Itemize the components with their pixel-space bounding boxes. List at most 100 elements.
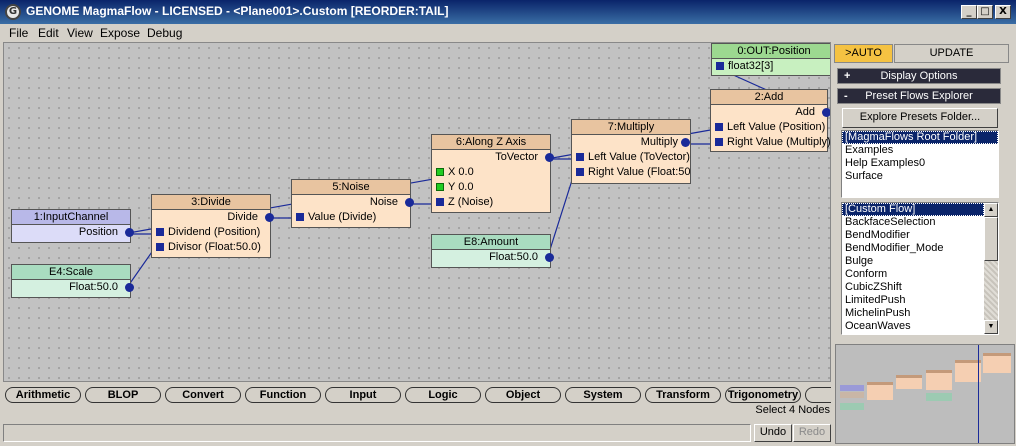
input-socket-icon[interactable]: [156, 243, 164, 251]
menu-view[interactable]: View: [67, 26, 93, 40]
category-v-button[interactable]: V: [805, 387, 831, 403]
node-input-right[interactable]: Right Value (Float:50.0): [572, 165, 690, 180]
output-socket-icon[interactable]: [265, 213, 274, 222]
list-item[interactable]: Help Examples0: [845, 157, 926, 169]
node-title: 1:InputChannel: [12, 210, 130, 225]
category-arithmetic-button[interactable]: Arithmetic: [5, 387, 81, 403]
menu-edit[interactable]: Edit: [38, 26, 59, 40]
minimap-node: [840, 385, 864, 391]
constant-socket-icon[interactable]: [436, 183, 444, 191]
auto-tab[interactable]: >AUTO: [834, 44, 893, 63]
node-scale[interactable]: E4:Scale Float:50.0: [11, 264, 134, 298]
node-output-position[interactable]: Position: [12, 225, 134, 240]
output-socket-icon[interactable]: [681, 138, 690, 147]
input-socket-icon[interactable]: [716, 62, 724, 70]
input-socket-icon[interactable]: [156, 228, 164, 236]
output-socket-icon[interactable]: [545, 253, 554, 262]
category-input-button[interactable]: Input: [325, 387, 401, 403]
output-socket-icon[interactable]: [125, 283, 134, 292]
constant-socket-icon[interactable]: [436, 168, 444, 176]
menu-debug[interactable]: Debug: [147, 26, 183, 40]
output-socket-icon[interactable]: [545, 153, 554, 162]
category-function-button[interactable]: Function: [245, 387, 321, 403]
display-options-rollout[interactable]: +Display Options: [837, 68, 1001, 84]
category-system-button[interactable]: System: [565, 387, 641, 403]
list-item[interactable]: BendModifier_Mode: [845, 242, 944, 254]
node-output-divide[interactable]: Divide: [152, 210, 274, 225]
category-object-button[interactable]: Object: [485, 387, 561, 403]
list-item[interactable]: Conform: [845, 268, 888, 280]
node-canvas[interactable]: 0:OUT:Position float32[3] 2:Add Add Left…: [3, 42, 831, 382]
preset-folder-list[interactable]: [MagmaFlows Root Folder] Examples Help E…: [841, 130, 999, 198]
node-input-y[interactable]: Y 0.0: [432, 180, 550, 195]
input-socket-icon[interactable]: [715, 123, 723, 131]
undo-button[interactable]: Undo: [754, 424, 792, 442]
scroll-up-icon[interactable]: ▲: [984, 203, 998, 217]
node-output-add[interactable]: Add: [711, 105, 830, 120]
output-socket-icon[interactable]: [822, 108, 830, 117]
category-convert-button[interactable]: Convert: [165, 387, 241, 403]
node-input-right[interactable]: Right Value (Multiply): [711, 135, 830, 150]
node-amount[interactable]: E8:Amount Float:50.0: [431, 234, 554, 268]
list-item[interactable]: OceanWaves: [845, 320, 911, 332]
list-item[interactable]: CubicZShift: [845, 281, 902, 293]
node-input-x[interactable]: X 0.0: [432, 165, 550, 180]
output-socket-icon[interactable]: [125, 228, 134, 237]
scroll-down-icon[interactable]: ▼: [984, 320, 998, 334]
node-output-tovector[interactable]: ToVector: [432, 150, 554, 165]
category-logic-button[interactable]: Logic: [405, 387, 481, 403]
list-item[interactable]: Surface: [845, 170, 883, 182]
node-multiply[interactable]: 7:Multiply Multiply Left Value (ToVector…: [571, 119, 691, 184]
input-socket-icon[interactable]: [576, 168, 584, 176]
update-tab[interactable]: UPDATE: [894, 44, 1009, 63]
node-output-float[interactable]: Float:50.0: [12, 280, 134, 295]
input-socket-icon[interactable]: [576, 153, 584, 161]
node-add[interactable]: 2:Add Add Left Value (Position) Right Va…: [710, 89, 830, 152]
node-input-left[interactable]: Left Value (Position): [711, 120, 827, 135]
node-input-divisor[interactable]: Divisor (Float:50.0): [152, 240, 270, 255]
redo-button[interactable]: Redo: [793, 424, 831, 442]
preset-flows-rollout[interactable]: -Preset Flows Explorer: [837, 88, 1001, 104]
list-item[interactable]: LimitedPush: [845, 294, 906, 306]
menu-expose[interactable]: Expose: [100, 26, 141, 40]
maximize-button[interactable]: □: [977, 5, 993, 19]
category-trigonometry-button[interactable]: Trigonometry: [725, 387, 801, 403]
node-input-dividend[interactable]: Dividend (Position): [152, 225, 270, 240]
node-output-multiply[interactable]: Multiply: [572, 135, 690, 150]
list-item[interactable]: BendModifier: [845, 229, 910, 241]
input-socket-icon[interactable]: [296, 213, 304, 221]
node-out-position[interactable]: 0:OUT:Position float32[3]: [711, 43, 830, 76]
list-item[interactable]: BackfaceSelection: [845, 216, 936, 228]
output-socket-icon[interactable]: [405, 198, 414, 207]
minimize-button[interactable]: _: [961, 5, 977, 19]
node-divide[interactable]: 3:Divide Divide Dividend (Position) Divi…: [151, 194, 274, 258]
explore-presets-button[interactable]: Explore Presets Folder...: [842, 108, 998, 128]
minimap-node: [867, 382, 893, 400]
category-blop-button[interactable]: BLOP: [85, 387, 161, 403]
node-output-float[interactable]: Float:50.0: [432, 250, 554, 265]
preset-flow-list[interactable]: [Custom Flow] BackfaceSelection BendModi…: [841, 202, 999, 335]
list-item[interactable]: Examples: [845, 144, 894, 156]
list-item[interactable]: [MagmaFlows Root Folder]: [842, 131, 998, 144]
list-item[interactable]: Bulge: [845, 255, 874, 267]
list-item[interactable]: [Custom Flow]: [842, 203, 984, 216]
genome-app-icon: G: [5, 4, 21, 20]
node-input-value[interactable]: Value (Divide): [292, 210, 410, 225]
node-input-z[interactable]: Z (Noise): [432, 195, 550, 210]
node-input-channel[interactable]: 1:InputChannel Position: [11, 209, 134, 243]
input-socket-icon[interactable]: [436, 198, 444, 206]
node-title: E8:Amount: [432, 235, 550, 250]
scroll-thumb[interactable]: [984, 217, 998, 261]
node-output-noise[interactable]: Noise: [292, 195, 414, 210]
input-socket-icon[interactable]: [715, 138, 723, 146]
minimap[interactable]: [835, 344, 1015, 444]
menu-file[interactable]: File: [9, 26, 29, 40]
close-button[interactable]: X: [995, 5, 1011, 19]
list-item[interactable]: MichelinPush: [845, 307, 911, 319]
flow-list-scrollbar[interactable]: ▲ ▼: [984, 203, 998, 334]
node-input-float32[interactable]: float32[3]: [712, 59, 830, 74]
category-transform-button[interactable]: Transform: [645, 387, 721, 403]
node-input-left[interactable]: Left Value (ToVector): [572, 150, 690, 165]
node-along-z-axis[interactable]: 6:Along Z Axis ToVector X 0.0 Y 0.0 Z (N…: [431, 134, 554, 213]
node-noise[interactable]: 5:Noise Noise Value (Divide): [291, 179, 414, 228]
